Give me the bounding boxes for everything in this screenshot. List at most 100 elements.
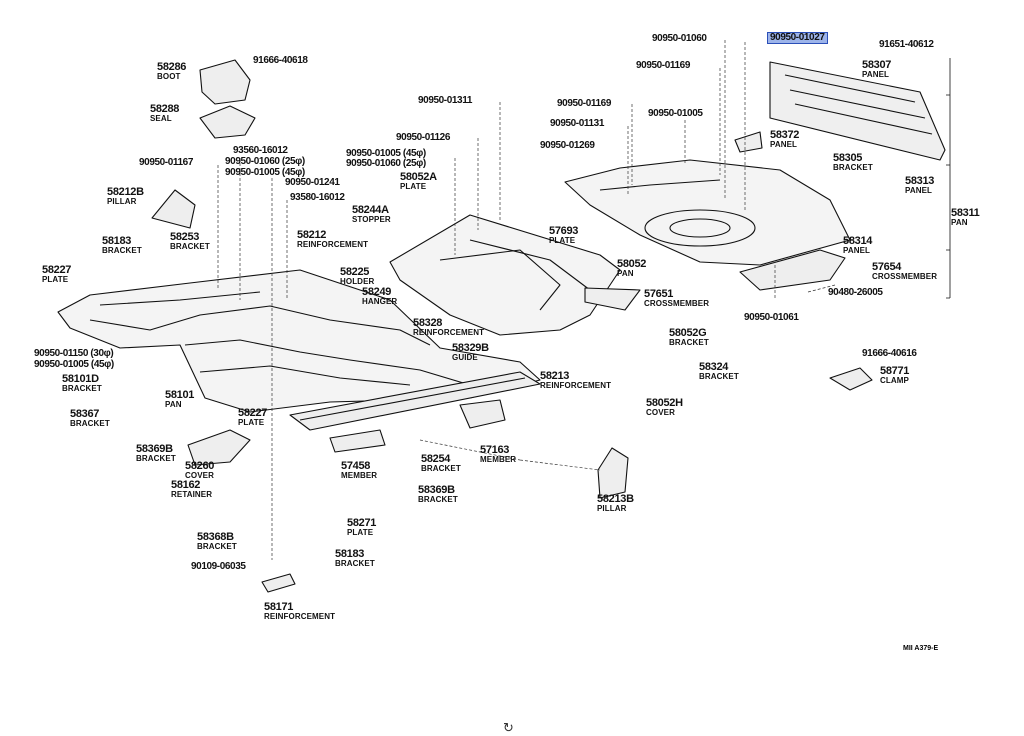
part-name: PLATE xyxy=(347,528,374,537)
part-name: PLATE xyxy=(42,275,69,284)
part-label-p24[interactable]: 90950-01131 xyxy=(550,119,604,129)
part-label-p17[interactable]: 90950-01126 xyxy=(396,133,450,143)
part-label-p29[interactable]: 90950-01169 xyxy=(636,61,690,71)
part-number: 90950-01311 xyxy=(418,95,472,106)
part-label-p26[interactable]: 90950-01060 xyxy=(652,34,707,44)
pillar-58213B-shape xyxy=(597,447,629,499)
part-label-p6[interactable]: 90950-01060 (25φ) xyxy=(225,157,305,167)
part-name: CROSSMEMBER xyxy=(872,272,938,281)
part-label-p19[interactable]: 90950-01060 (25φ) xyxy=(346,159,426,169)
part-label-p9[interactable]: 93580-16012 xyxy=(290,193,345,203)
part-label-p8[interactable]: 90950-01241 xyxy=(285,178,340,188)
center-pan-58052-shape xyxy=(389,214,621,336)
part-label-p37[interactable]: 90480-26005 xyxy=(828,288,883,298)
part-label-p51[interactable]: 90950-01150 (30φ) xyxy=(34,348,114,359)
part-number: 57693 xyxy=(549,225,579,237)
part-label-p16[interactable]: 90950-01311 xyxy=(418,96,472,106)
part-number: 58368B xyxy=(197,531,234,543)
part-name: SEAL xyxy=(150,114,172,123)
part-label-p4[interactable]: 90950-01167 xyxy=(139,158,193,168)
part-number: 58313 xyxy=(905,175,935,187)
part-label-p49[interactable]: 91666-40616 xyxy=(862,349,917,359)
part-name: STOPPER xyxy=(352,215,391,224)
part-label-p25[interactable]: 90950-01005 xyxy=(648,109,703,119)
part-label-p68[interactable]: 90109-06035 xyxy=(191,562,246,572)
part-label-p7[interactable]: 90950-01005 (45φ) xyxy=(225,168,305,178)
part-name: PAN xyxy=(951,218,968,227)
part-number: 58328 xyxy=(413,317,443,329)
part-number: 58213 xyxy=(540,370,570,382)
part-label-p5[interactable]: 93560-16012 xyxy=(233,146,288,156)
part-label-p18[interactable]: 90950-01005 (45φ) xyxy=(346,149,426,159)
part-label-p28[interactable]: 91651-40612 xyxy=(879,40,934,50)
part-number: 90950-01131 xyxy=(550,118,604,129)
part-number: 58288 xyxy=(150,103,180,115)
part-number: 58227 xyxy=(238,407,268,419)
part-name: PLATE xyxy=(549,236,576,245)
part-number: 90950-01150 (30φ) xyxy=(34,348,114,359)
part-label-p27[interactable]: 90950-01027 xyxy=(767,32,828,44)
part-number: 58249 xyxy=(362,286,392,298)
part-name: PANEL xyxy=(843,246,871,255)
part-number: 58244A xyxy=(352,204,389,216)
part-label-p38[interactable]: 90950-01061 xyxy=(744,313,799,323)
part-name: PANEL xyxy=(770,140,798,149)
part-label-p22[interactable]: 90950-01269 xyxy=(540,141,595,151)
part-number: 58227 xyxy=(42,264,72,276)
part-name: PANEL xyxy=(862,70,890,79)
refresh-icon[interactable]: ↻ xyxy=(503,720,514,735)
part-number: 58286 xyxy=(157,61,187,73)
part-number: 90950-01169 xyxy=(557,98,611,109)
part-number: 90950-01005 (45φ) xyxy=(34,359,114,370)
part-label-p2[interactable]: 91666-40618 xyxy=(253,56,308,66)
part-number: 58052 xyxy=(617,258,647,270)
part-number: 58324 xyxy=(699,361,729,373)
part-label-p52[interactable]: 90950-01005 (45φ) xyxy=(34,360,114,370)
part-label-p23[interactable]: 90950-01169 xyxy=(557,99,611,109)
